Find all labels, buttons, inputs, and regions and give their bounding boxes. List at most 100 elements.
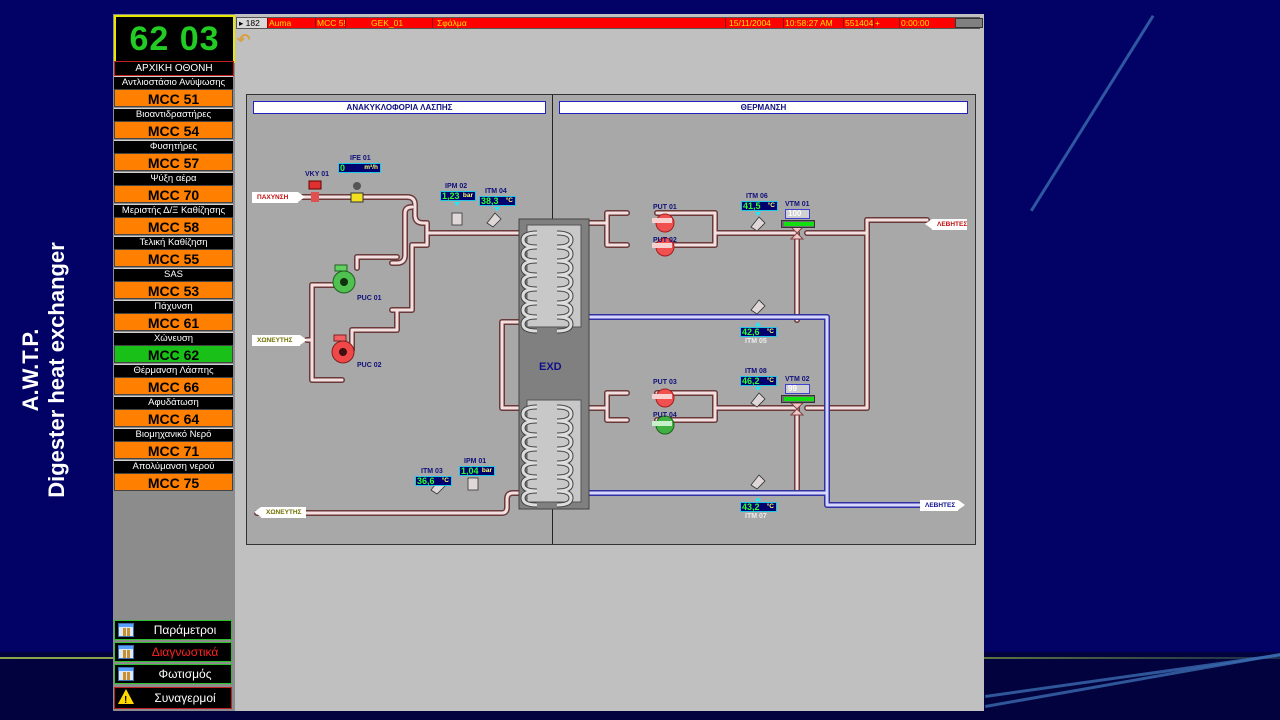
itm07-reading: 43,2 (742, 502, 760, 512)
home-screen-button[interactable]: ΑΡΧΙΚΗ ΟΘΟΝΗ (114, 61, 234, 76)
flowmeter-ife01 (350, 182, 364, 203)
vtm02-setpoint[interactable]: 99 (785, 384, 810, 394)
boilers-supply: ΛΕΒΗΤΕΣ (925, 219, 967, 230)
boilers-return: ΛΕΒΗΤΕΣ (920, 500, 965, 511)
temp-sensor-itm06 (750, 216, 766, 232)
pump-put03[interactable] (652, 388, 675, 408)
window-tools-icon (118, 645, 134, 659)
pump-puc02[interactable] (331, 334, 355, 364)
vtm01-position-bar (781, 220, 815, 228)
itm03-value: 36,6°C (415, 476, 452, 486)
mcc-button[interactable]: MCC 62 (114, 345, 233, 363)
mcc-button[interactable]: MCC 61 (114, 313, 233, 331)
mcc-button[interactable]: MCC 51 (114, 89, 233, 107)
mcc-button[interactable]: MCC 70 (114, 185, 233, 203)
itm03-unit: °C (441, 477, 449, 484)
itm06-value: 41,5°C (741, 201, 778, 211)
ipm01-unit: bar (481, 467, 492, 474)
puc01-label: PUC 01 (357, 295, 382, 302)
pump-put01[interactable] (652, 213, 675, 233)
window-tools-icon (118, 623, 134, 637)
mcc-item-label: Απολύμανση νερού (114, 460, 233, 473)
clock-display: 62 03 (114, 15, 235, 63)
mcc-item-label: Μεριστής Δ/Ξ Καθίζησης (114, 204, 233, 217)
ife01-reading: 0 (340, 163, 346, 173)
mcc-button[interactable]: MCC 66 (114, 377, 233, 395)
mcc-item-label: Φυσητήρες (114, 140, 233, 153)
mcc-button[interactable]: MCC 54 (114, 121, 233, 139)
puc02-label: PUC 02 (357, 362, 382, 369)
pump-put02[interactable] (652, 237, 675, 257)
mcc-button[interactable]: MCC 58 (114, 217, 233, 235)
mcc-item-label: Βιομηχανικό Νερό (114, 428, 233, 441)
ipm02-reading: 1,23 (442, 191, 460, 201)
put04-label: PUT 04 (653, 412, 677, 419)
mcc-button[interactable]: MCC 57 (114, 153, 233, 171)
itm08-label: ITM 08 (745, 368, 767, 375)
vtm01-label: VTM 01 (785, 201, 810, 208)
lighting-button[interactable]: Φωτισμός (114, 664, 232, 684)
itm04-reading: 38,3 (481, 196, 499, 206)
alarm-mcc: MCC 5! (317, 18, 346, 28)
itm07-pointer (755, 497, 761, 501)
itm07-value: 43,2°C (740, 502, 777, 512)
itm07-label: ITM 07 (745, 513, 767, 520)
alarm-banner[interactable]: ▸ 182 Auma MCC 5! GEK_01 Σφάλμα 15/11/20… (236, 17, 983, 29)
alarm-source: Auma (267, 18, 316, 28)
itm08-unit: °C (766, 377, 774, 384)
mcc-button[interactable]: MCC 55 (114, 249, 233, 267)
mcc-item-label: Χώνευση (114, 332, 233, 345)
scada-window: 62 03 ΑΡΧΙΚΗ ΟΘΟΝΗ Αντλιοστάσιο Ανύψωσης… (113, 14, 984, 711)
control-valve-vtm02[interactable] (789, 402, 805, 416)
pump-put04[interactable] (652, 415, 675, 435)
valve-vky01[interactable] (308, 180, 322, 202)
itm06-pointer (755, 212, 761, 216)
vtm02-position-fill (784, 397, 814, 401)
itm08-pointer (755, 387, 761, 391)
vtm01-setpoint[interactable]: 100 (785, 209, 810, 219)
diagnostics-button[interactable]: Διαγνωστικά (114, 642, 232, 662)
window-tools-icon (118, 667, 134, 681)
mcc-button[interactable]: MCC 53 (114, 281, 233, 299)
pump-puc01[interactable] (332, 264, 356, 294)
ipm01-reading: 1,04 (461, 466, 479, 476)
mcc-item-label: Πάχυνση (114, 300, 233, 313)
ipm02-unit: bar (462, 192, 473, 199)
slide-title-line1: A.W.T.P. (18, 328, 43, 412)
piping-diagram (254, 180, 930, 516)
ipm01-label: IPM 01 (464, 458, 487, 465)
mcc-item-label: Τελική Καθίζηση (114, 236, 233, 249)
alarm-time: 10:58:27 AM (783, 18, 844, 28)
itm08-reading: 46,2 (742, 376, 760, 386)
itm08-value: 46,2 °C (740, 376, 777, 386)
mcc-button[interactable]: MCC 71 (114, 441, 233, 459)
parameters-button[interactable]: Παράμετροι (114, 620, 232, 640)
alarm-tag: GEK_01 (345, 18, 433, 28)
vtm02-label: VTM 02 (785, 376, 810, 383)
itm04-pointer (494, 207, 500, 211)
alarms-button[interactable]: ! Συναγερμοί (114, 687, 232, 709)
mcc-button[interactable]: MCC 64 (114, 409, 233, 427)
warning-icon: ! (118, 689, 134, 706)
ipm02-pointer (454, 202, 460, 206)
itm03-label: ITM 03 (421, 468, 443, 475)
ife01-unit: m³/h (364, 164, 378, 171)
alarm-flag: + (873, 18, 900, 28)
mcc-button[interactable]: MCC 75 (114, 473, 233, 491)
back-arrow-icon[interactable]: ↶ (237, 32, 251, 49)
alarm-ack-button[interactable] (955, 18, 983, 28)
